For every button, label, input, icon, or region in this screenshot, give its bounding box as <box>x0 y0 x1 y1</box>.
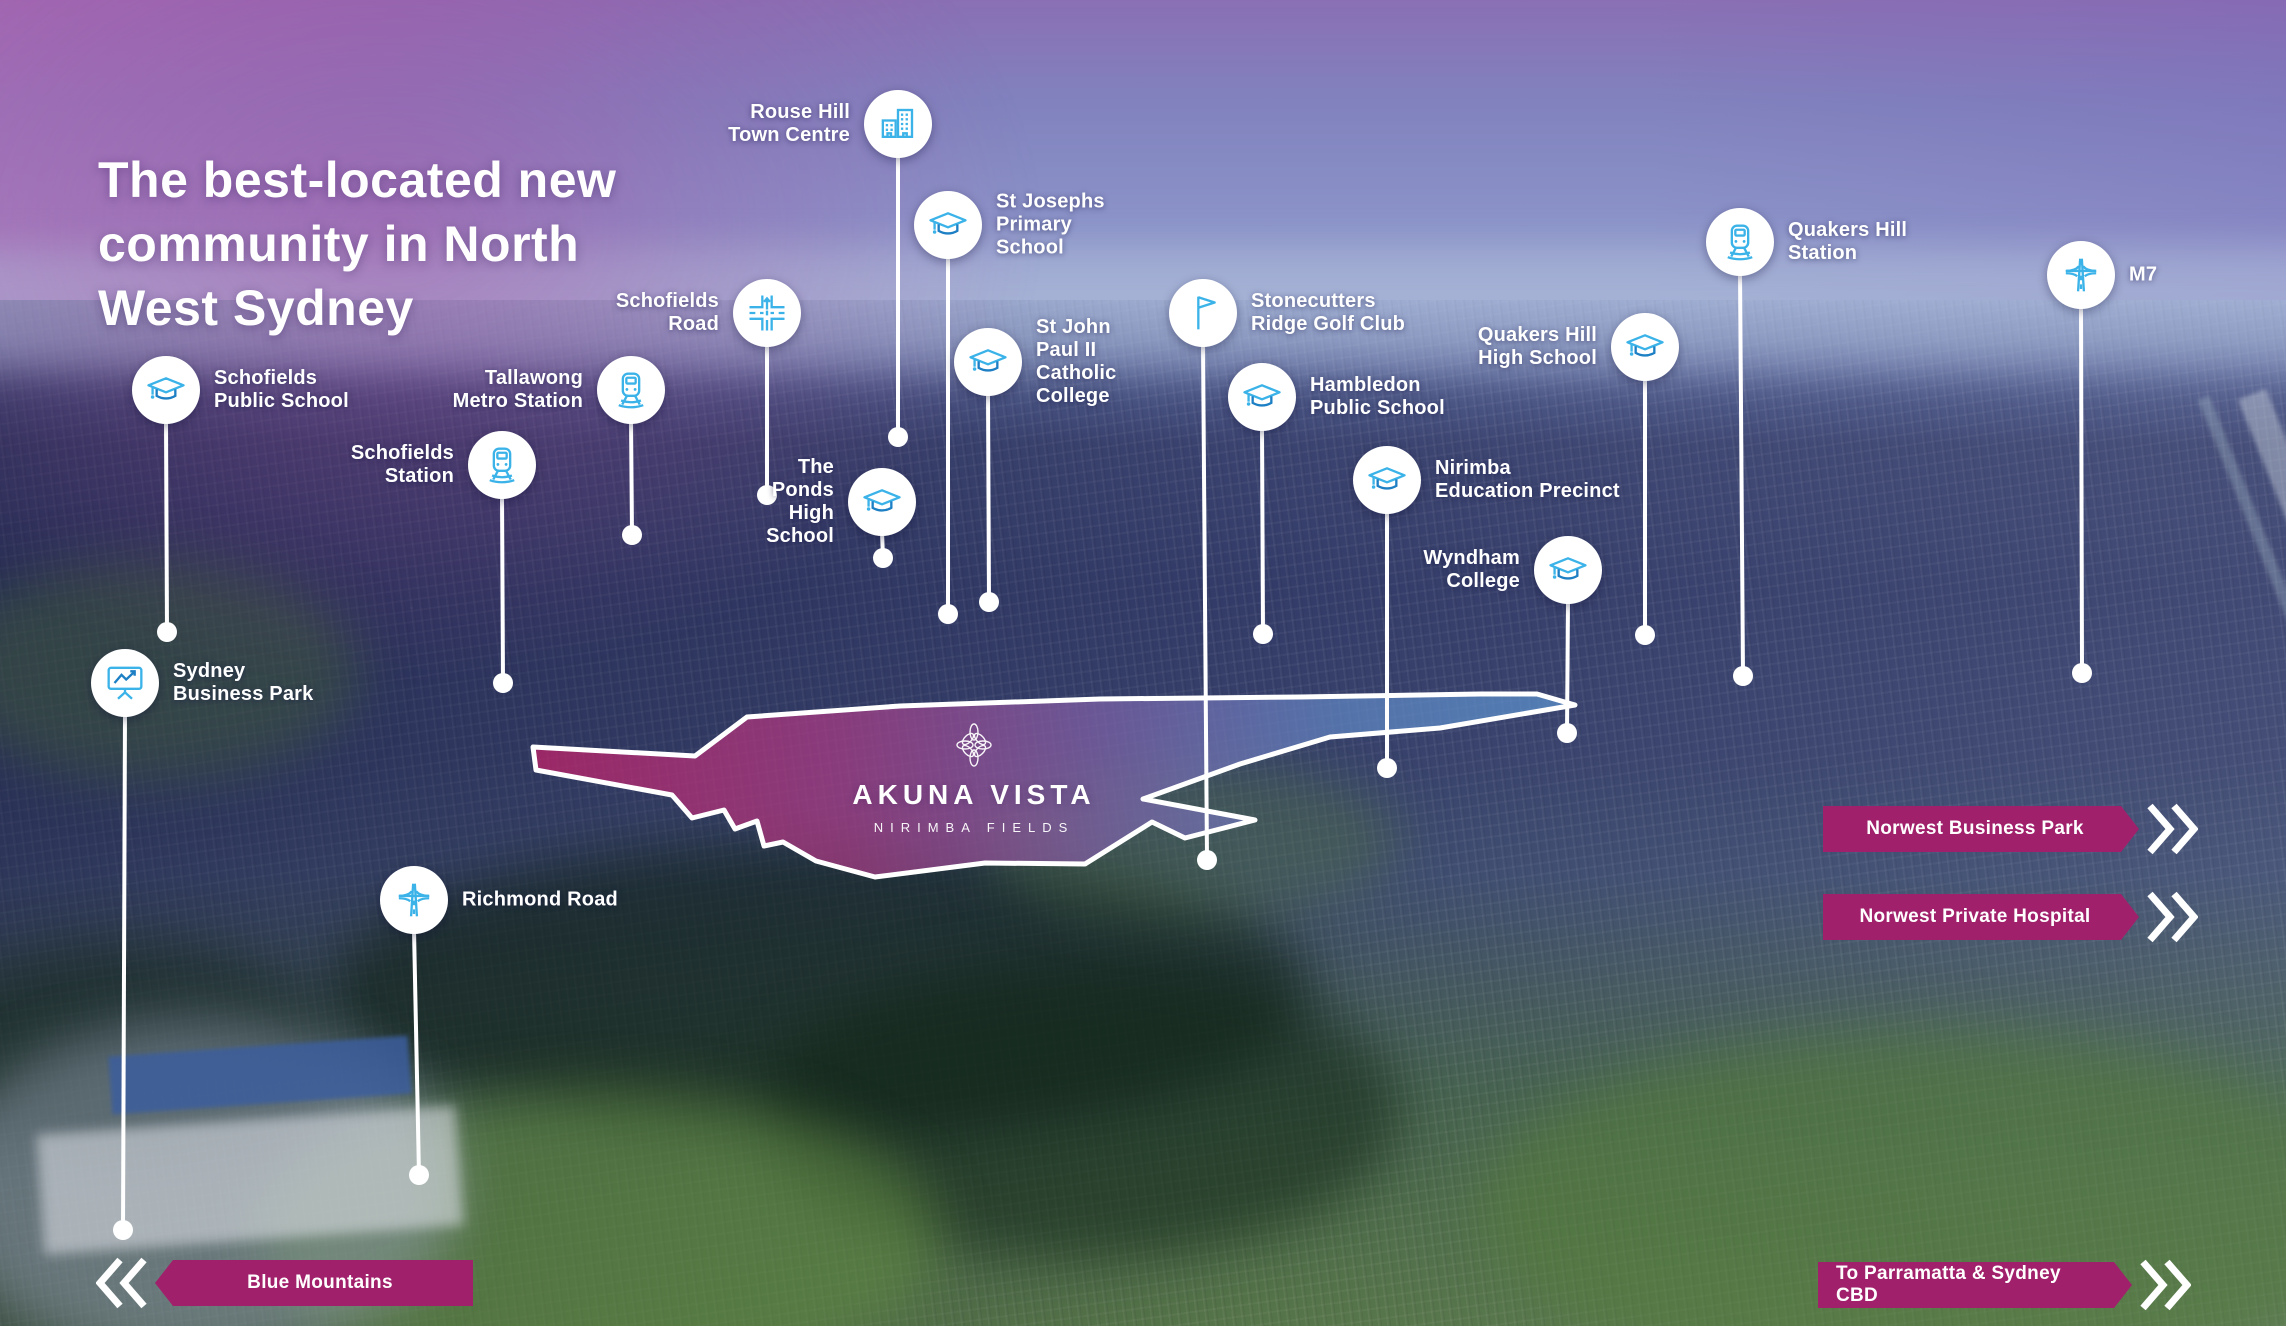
location-dot-quakers-hill-high-school <box>1635 625 1655 645</box>
graduation-cap-icon <box>914 191 982 259</box>
graduation-cap-icon <box>848 468 916 536</box>
location-dot-m7 <box>2072 663 2092 683</box>
field-patch <box>0 560 360 780</box>
double-chevron-right-icon <box>2140 1259 2191 1311</box>
page-title-line: community in North <box>98 216 580 272</box>
graduation-cap-icon <box>954 328 1022 396</box>
train-icon <box>1706 208 1774 276</box>
leader-line-m7 <box>2079 304 2084 674</box>
page-title-line: The best-located new <box>98 152 617 208</box>
graduation-cap-icon <box>132 356 200 424</box>
cta-button-blue-mountains[interactable]: Blue Mountains <box>155 1260 473 1306</box>
cta-group-norwest-private-hospital: Norwest Private Hospital <box>1823 890 2198 944</box>
page-title: The best-located new community in North … <box>98 148 616 340</box>
site-name: AKUNA VISTA <box>852 779 1096 810</box>
cta-button-norwest-business-park[interactable]: Norwest Business Park <box>1823 806 2139 852</box>
train-icon <box>468 431 536 499</box>
graduation-cap-icon <box>1353 446 1421 514</box>
cta-label: Norwest Business Park <box>1866 818 2084 839</box>
location-dot-schofields-public-school <box>157 622 177 642</box>
akuna-vista-site-outline <box>530 691 1578 880</box>
double-chevron-left-icon <box>96 1257 147 1309</box>
leader-line-tallawong-metro-station <box>629 419 634 536</box>
cta-button-to-parramatta-sydney-cbd[interactable]: To Parramatta & Sydney CBD <box>1818 1262 2132 1308</box>
location-dot-the-ponds-high-school <box>873 548 893 568</box>
location-dot-richmond-road <box>409 1165 429 1185</box>
leader-line-schofields-station <box>500 494 505 684</box>
cta-group-blue-mountains: Blue Mountains <box>96 1256 473 1310</box>
location-dot-schofields-station <box>493 673 513 693</box>
location-dot-st-josephs-primary-school <box>938 604 958 624</box>
location-dot-quakers-hill-station <box>1733 666 1753 686</box>
location-dot-tallawong-metro-station <box>622 525 642 545</box>
graduation-cap-icon <box>1611 313 1679 381</box>
double-chevron-right-icon <box>2147 891 2198 943</box>
leader-line-schofields-public-school <box>164 419 169 633</box>
leader-line-sydney-business-park <box>121 712 127 1231</box>
buildings-icon <box>864 90 932 158</box>
leader-line-wyndham-college <box>1565 599 1570 734</box>
horizon-haze <box>0 250 2286 370</box>
page-title-line: West Sydney <box>98 280 414 336</box>
site-branding: AKUNA VISTA NIRIMBA FIELDS <box>824 722 1124 835</box>
location-dot-sydney-business-park <box>113 1220 133 1240</box>
location-dot-hambledon-public-school <box>1253 624 1273 644</box>
cta-label: Norwest Private Hospital <box>1859 906 2091 927</box>
leader-line-stonecutters-ridge-golf-club <box>1201 342 1209 861</box>
location-dot-nirimba-education-precinct <box>1377 758 1397 778</box>
graduation-cap-icon <box>1228 363 1296 431</box>
double-chevron-right-icon <box>2147 803 2198 855</box>
presentation-chart-icon <box>91 649 159 717</box>
golf-flag-icon <box>1169 279 1237 347</box>
cta-label: To Parramatta & Sydney CBD <box>1836 1263 2061 1306</box>
graduation-cap-icon <box>1534 536 1602 604</box>
leader-line-quakers-hill-station <box>1738 271 1745 677</box>
train-icon <box>597 356 665 424</box>
cta-label: Blue Mountains <box>247 1272 393 1293</box>
location-dot-wyndham-college <box>1557 723 1577 743</box>
location-dot-schofields-road <box>757 485 777 505</box>
location-dot-rouse-hill-town-centre <box>888 427 908 447</box>
cta-group-norwest-business-park: Norwest Business Park <box>1823 802 2198 856</box>
highway-icon <box>2047 241 2115 309</box>
site-subtitle: NIRIMBA FIELDS <box>873 820 1075 835</box>
akuna-vista-logo-icon <box>824 722 1124 773</box>
leader-line-hambledon-public-school <box>1260 426 1265 635</box>
cta-button-norwest-private-hospital[interactable]: Norwest Private Hospital <box>1823 894 2139 940</box>
pin-label-richmond-road: Richmond Road <box>462 888 618 911</box>
pin-label-m7: M7 <box>2129 263 2158 286</box>
location-dot-stonecutters-ridge-golf-club <box>1197 850 1217 870</box>
highway-icon <box>380 866 448 934</box>
location-dot-st-john-paul-ii-catholic-college <box>979 592 999 612</box>
leader-line-richmond-road <box>412 929 421 1176</box>
cta-group-to-parramatta-sydney-cbd: To Parramatta & Sydney CBD <box>1818 1258 2191 1312</box>
road-intersection-icon <box>733 279 801 347</box>
leader-line-st-john-paul-ii-catholic-college <box>986 391 991 603</box>
